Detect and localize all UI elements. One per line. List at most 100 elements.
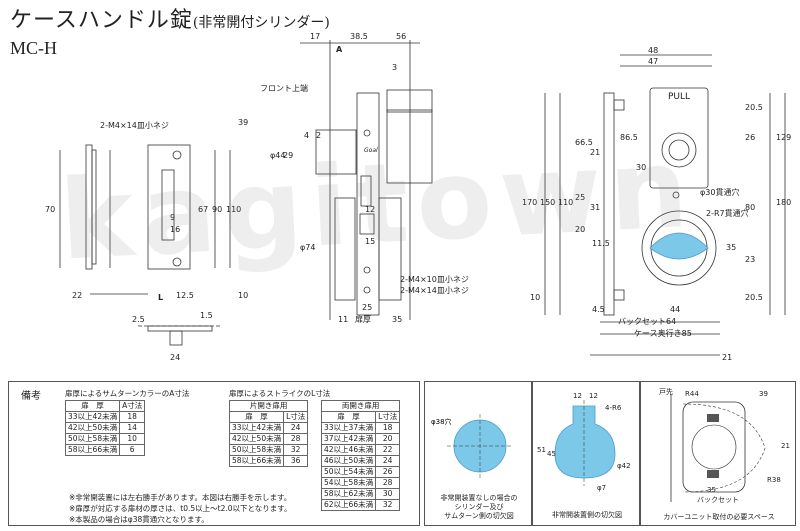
dim-right-5: 129 bbox=[776, 133, 791, 142]
footnote: ※非常開装置には左右勝手があります。本図は右勝手を示します。 bbox=[69, 493, 292, 502]
panel-1-drawing: φ38穴 bbox=[431, 414, 513, 478]
dim-right-10: 66.5 bbox=[575, 138, 593, 147]
panel-3-dim: 戸先 bbox=[659, 387, 673, 396]
dim-right-26: 44 bbox=[670, 305, 680, 314]
dim-right-16: 20 bbox=[575, 225, 585, 234]
table-l-header: 扉 厚 bbox=[320, 411, 377, 423]
table-a-cell: 58以上66未満 bbox=[64, 444, 121, 456]
table-l-cell: 28 bbox=[375, 477, 401, 489]
panel-2-caption: 非常開装置側の切欠図 bbox=[552, 511, 622, 519]
dim-mid-9: 扉厚 bbox=[355, 314, 371, 324]
technical-drawing: 2-M4×14皿小ネジ 70 22 L 12.5 2.5 1.5 24 9 16… bbox=[45, 32, 791, 362]
dim-right-17: 11.5 bbox=[592, 239, 610, 248]
panel-2-dim: 4-R6 bbox=[605, 404, 622, 412]
dim-mid-7: 25 bbox=[362, 303, 372, 312]
page-subtitle: (非常開付シリンダー) bbox=[192, 15, 330, 31]
brand-mark: Goal bbox=[364, 147, 378, 154]
dim-mid-1: 29 bbox=[283, 151, 293, 160]
table-l-cell: 32 bbox=[283, 444, 309, 456]
table-l-cell: 62以上66未満 bbox=[320, 499, 377, 511]
panel-2-dim: 51 bbox=[537, 446, 546, 454]
table-a-cell: 18 bbox=[119, 411, 146, 423]
footnote: ※本製品の場合はφ38貫通穴となります。 bbox=[69, 515, 209, 524]
dim-right-23: φ30貫通穴 bbox=[700, 187, 739, 197]
panel-1-caption: 非常開装置なしの場合の シリンダー及び サムターン側の切欠図 bbox=[440, 494, 518, 520]
dim-mid-10: 35 bbox=[392, 315, 402, 324]
table-a-cell: 42以上50未満 bbox=[64, 422, 121, 434]
handle-ring bbox=[641, 210, 717, 286]
dim-right-28: ケース奥行き85 bbox=[634, 328, 692, 338]
dim-mid-0: φ44 bbox=[270, 151, 285, 160]
dim-right-0: 48 bbox=[648, 46, 658, 55]
dim-top-4: 3 bbox=[392, 63, 397, 72]
dim-mid-8: 11 bbox=[338, 315, 348, 324]
panel-3-drawing: 戸先 R44 39 R38 35 バックセット 21 bbox=[659, 387, 790, 504]
dim-right-12: 30 bbox=[636, 163, 646, 172]
panel-cutout-device-side: 12 12 4-R6 51 45 φ42 φ7 非常開装置側の切欠図 bbox=[532, 381, 640, 526]
table-l-header: 扉 厚 bbox=[228, 411, 285, 423]
table-l-double-head: 両開き扉用 bbox=[320, 400, 401, 412]
panel-3-dim: 39 bbox=[759, 390, 768, 398]
dim-top-0: 17 bbox=[310, 32, 320, 41]
panel-2-drawing: 12 12 4-R6 51 45 φ42 φ7 bbox=[537, 392, 631, 492]
dim-left-8: 9 bbox=[170, 213, 175, 222]
table-a-header: A寸法 bbox=[119, 400, 146, 412]
table-l-cell: 33以上37未満 bbox=[320, 422, 377, 434]
dim-left-0: 2-M4×14皿小ネジ bbox=[100, 121, 169, 130]
notes-heading: 備考 bbox=[21, 391, 41, 402]
dim-left-5: 2.5 bbox=[132, 315, 145, 324]
dim-left-12: 110 bbox=[226, 205, 241, 214]
dim-right-18: 35 bbox=[726, 243, 736, 252]
dim-left-3: L bbox=[158, 293, 163, 302]
table-a-cell: 33以上42未満 bbox=[64, 411, 121, 423]
dim-right-24: 2-R7貫通穴 bbox=[706, 208, 749, 218]
dim-left-14: 10 bbox=[238, 291, 248, 300]
dim-right-20: 23 bbox=[745, 255, 755, 264]
panel-3-dim: バックセット bbox=[697, 496, 739, 504]
dim-right-14: 25 bbox=[575, 193, 585, 202]
dim-left-4: 12.5 bbox=[176, 291, 194, 300]
table-a-cell: 6 bbox=[119, 444, 146, 456]
footnote: ※扉厚が対応する扉材の厚さは、t0.5以上～t2.0以下となります。 bbox=[69, 504, 292, 513]
table-l-cell: 37以上42未満 bbox=[320, 433, 377, 445]
table-l-cell: 42以上46未満 bbox=[320, 444, 377, 456]
dim-mid-2: 2 bbox=[316, 131, 321, 140]
dim-right-22: 10 bbox=[530, 293, 540, 302]
dim-right-29: 21 bbox=[722, 353, 732, 362]
panel-3-dim: R44 bbox=[685, 390, 699, 398]
table-l-cell: 32 bbox=[375, 499, 401, 511]
dim-right-19: 80 bbox=[745, 203, 755, 212]
dim-right-27: バックセット64 bbox=[618, 317, 676, 326]
front-plate bbox=[356, 92, 380, 316]
dim-mid-4: 12 bbox=[365, 205, 375, 214]
dim-right-11: 86.5 bbox=[620, 133, 638, 142]
case-handle-plate bbox=[603, 92, 615, 316]
table-l-cell: 28 bbox=[283, 433, 309, 445]
panel-1-hole-label: φ38穴 bbox=[431, 417, 452, 426]
dim-right-2: PULL bbox=[668, 92, 690, 102]
table-l-cell: 46以上50未満 bbox=[320, 455, 377, 467]
dim-top-2: 56 bbox=[396, 32, 406, 41]
dim-left-2: 22 bbox=[72, 291, 82, 300]
panel-3-caption: カバーユニット取付の必要スペース bbox=[663, 513, 775, 521]
table-l-single-head: 片開き扉用 bbox=[228, 400, 309, 412]
panel-cover-space: 戸先 R44 39 R38 35 バックセット 21 カバーユニット取付の必要ス… bbox=[640, 381, 796, 526]
dim-mid-6: φ74 bbox=[300, 243, 315, 252]
table-l-cell: 30 bbox=[375, 488, 401, 500]
dim-mid-12: 2-M4×14皿小ネジ bbox=[400, 286, 469, 295]
strike-plate-front bbox=[147, 144, 191, 270]
panel-3-dim: 21 bbox=[781, 442, 790, 450]
table-a-cell: 14 bbox=[119, 422, 146, 434]
table-l-cell: 18 bbox=[375, 422, 401, 434]
table-l-cell: 54以上58未満 bbox=[320, 477, 377, 489]
panel-2-dim: 12 bbox=[573, 392, 582, 400]
dim-right-1: 47 bbox=[648, 57, 658, 66]
table-a-header: 扉 厚 bbox=[64, 400, 121, 412]
dim-right-8: 150 bbox=[540, 198, 555, 207]
table-l-cell: 50以上54未満 bbox=[320, 466, 377, 478]
cutout-highlight bbox=[649, 232, 709, 260]
